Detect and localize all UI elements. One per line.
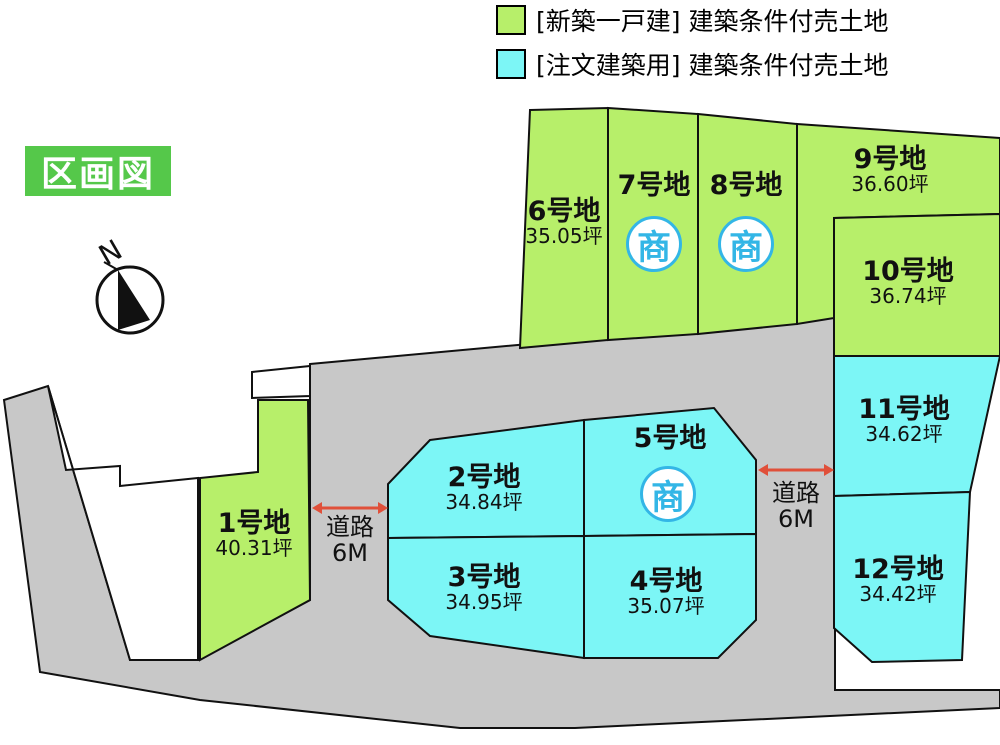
legend-item-custom-build: [注文建築用] 建築条件付売土地 [496, 46, 996, 82]
lot-1[interactable] [199, 399, 312, 662]
lot-1-label: 1号地 40.31坪 [215, 508, 293, 561]
lot-6-area: 35.05坪 [525, 224, 603, 249]
lot-3-name: 3号地 [447, 562, 521, 593]
lot-11-area: 34.62坪 [865, 422, 943, 447]
lot-11-label: 11号地 34.62坪 [858, 394, 950, 447]
shop-badge-lot-5: 商 [640, 466, 696, 522]
road-label-east: 道路 6M [772, 480, 820, 533]
lot-4-area: 35.07坪 [627, 594, 705, 619]
lot-7-label: 7号地 [617, 170, 691, 201]
map-title: 区画図 [25, 146, 171, 196]
lot-5-name: 5号地 [633, 423, 707, 454]
lot-9-area: 36.60坪 [851, 172, 929, 197]
lot-1-name: 1号地 [217, 508, 291, 539]
lot-3-label: 3号地 34.95坪 [445, 562, 523, 615]
legend-label-new-house: [新築一戸建] 建築条件付売土地 [536, 7, 889, 36]
lot-6-name: 6号地 [527, 196, 601, 227]
legend-item-new-house: [新築一戸建] 建築条件付売土地 [496, 2, 996, 38]
lot-2-area: 34.84坪 [445, 490, 523, 515]
lot-1-area: 40.31坪 [215, 536, 293, 561]
lot-8-name: 8号地 [709, 170, 783, 201]
lot-2-name: 2号地 [447, 462, 521, 493]
lot-2-label: 2号地 34.84坪 [445, 462, 523, 515]
small-plot [251, 364, 311, 400]
lot-9-name: 9号地 [853, 144, 927, 175]
lot-3-area: 34.95坪 [445, 590, 523, 615]
legend-swatch-new-house [496, 5, 526, 35]
road-east-line2: 6M [778, 505, 814, 534]
lot-10-label: 10号地 36.74坪 [862, 256, 954, 309]
lot-9-label: 9号地 36.60坪 [851, 144, 929, 197]
existing-plot [47, 385, 199, 661]
lot-12-name: 12号地 [852, 554, 944, 585]
lot-10[interactable] [833, 212, 1000, 357]
lot-4-label: 4号地 35.07坪 [627, 566, 705, 619]
lot-7-name: 7号地 [617, 170, 691, 201]
road-west-line2: 6M [332, 539, 368, 568]
lot-6-label: 6号地 35.05坪 [525, 196, 603, 249]
lot-5-label: 5号地 [633, 423, 707, 454]
shop-badge-lot-7: 商 [626, 216, 682, 272]
lot-12-area: 34.42坪 [859, 582, 937, 607]
legend-swatch-custom-build [496, 49, 526, 79]
lot-4[interactable] [583, 532, 757, 659]
road-west-line1: 道路 [326, 513, 374, 541]
lot-10-area: 36.74坪 [869, 284, 947, 309]
road-east-line1: 道路 [772, 479, 820, 507]
lot-4-name: 4号地 [629, 566, 703, 597]
road-arrow-east [758, 464, 834, 476]
shop-badge-lot-8: 商 [718, 216, 774, 272]
north-arrow-icon [95, 261, 165, 335]
road-arrow-west [312, 502, 388, 514]
lot-11-name: 11号地 [858, 394, 950, 425]
lot-10-name: 10号地 [862, 256, 954, 287]
lot-8-label: 8号地 [709, 170, 783, 201]
road-label-west: 道路 6M [326, 514, 374, 567]
lot-12-label: 12号地 34.42坪 [852, 554, 944, 607]
legend-label-custom-build: [注文建築用] 建築条件付売土地 [536, 51, 889, 80]
lot-12[interactable] [833, 490, 972, 664]
